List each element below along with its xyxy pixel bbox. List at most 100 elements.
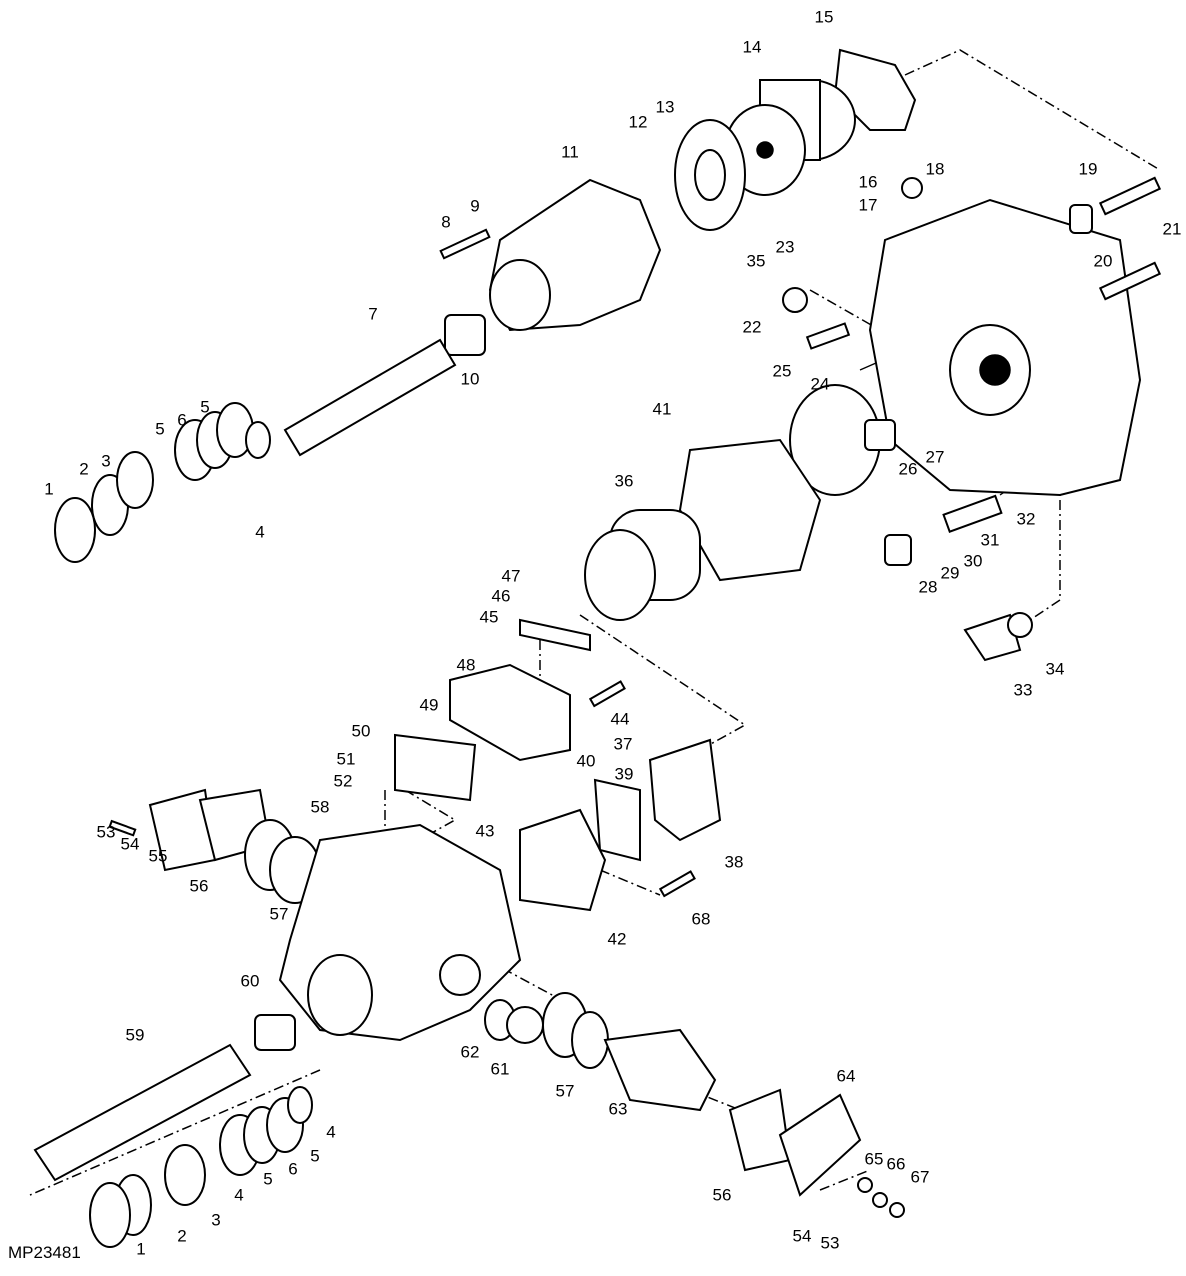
callout-4: 4 (326, 1122, 335, 1141)
callout-38: 38 (725, 852, 744, 871)
callout-56: 56 (713, 1185, 732, 1204)
callout-50: 50 (352, 721, 371, 740)
part-10-bearing (444, 314, 486, 356)
callout-42: 42 (608, 929, 627, 948)
callout-14: 14 (743, 37, 762, 56)
callout-54: 54 (121, 834, 140, 853)
callout-2: 2 (79, 459, 88, 478)
callout-17: 17 (859, 195, 878, 214)
callout-37: 37 (614, 734, 633, 753)
callout-5: 5 (200, 397, 209, 416)
part-22-bolt (805, 322, 851, 350)
callout-34: 34 (1046, 659, 1065, 678)
callout-54: 54 (793, 1226, 812, 1245)
callout-6: 6 (177, 410, 186, 429)
callout-3: 3 (211, 1210, 220, 1229)
callout-56: 56 (190, 876, 209, 895)
callout-5: 5 (310, 1146, 319, 1165)
part-28-plug (884, 534, 912, 566)
callout-35: 35 (747, 251, 766, 270)
part-61-plug (506, 1006, 544, 1044)
callout-64: 64 (837, 1066, 856, 1085)
callout-66: 66 (887, 1154, 906, 1173)
callout-31: 31 (981, 530, 1000, 549)
part-64-cover-plate (778, 1093, 862, 1197)
callout-36: 36 (615, 471, 634, 490)
callout-13: 13 (656, 97, 675, 116)
part-42-swash-bearing (519, 808, 607, 912)
callout-59: 59 (126, 1025, 145, 1044)
part-38-cover (648, 738, 722, 842)
callout-55: 55 (149, 846, 168, 865)
part-21-screw (1098, 176, 1162, 216)
callout-57: 57 (556, 1081, 575, 1100)
callout-30: 30 (964, 551, 983, 570)
callout-6: 6 (288, 1159, 297, 1178)
callout-3: 3 (101, 451, 110, 470)
callout-20: 20 (1094, 251, 1113, 270)
callout-26: 26 (899, 459, 918, 478)
callout-62: 62 (461, 1042, 480, 1061)
callout-43: 43 (476, 821, 495, 840)
callout-58: 58 (311, 797, 330, 816)
callout-29: 29 (941, 563, 960, 582)
callout-16: 16 (859, 172, 878, 191)
part-68-bolt (658, 870, 696, 898)
callout-51: 51 (337, 749, 356, 768)
part-59-shaft (33, 1043, 252, 1182)
part-50-gasket (394, 733, 477, 802)
callout-11: 11 (561, 142, 579, 161)
callout-23: 23 (776, 237, 795, 256)
part-16-plug (901, 177, 923, 199)
callout-53: 53 (821, 1233, 840, 1252)
callout-65: 65 (865, 1149, 884, 1168)
part-7-shaft (283, 338, 457, 457)
callout-45: 45 (480, 607, 499, 626)
part-48-control-valve (449, 663, 571, 762)
part-35-plug (782, 287, 808, 313)
callout-40: 40 (577, 751, 596, 770)
callout-25: 25 (773, 361, 792, 380)
part-60-bearing (254, 1014, 296, 1051)
part-41-gasket (678, 438, 822, 582)
callout-8: 8 (441, 212, 450, 231)
callout-46: 46 (492, 586, 511, 605)
callout-5: 5 (263, 1169, 272, 1188)
part-34-oring (1007, 612, 1033, 638)
callout-52: 52 (334, 771, 353, 790)
part-44-bolt (588, 680, 626, 708)
callout-33: 33 (1014, 680, 1033, 699)
callout-47: 47 (502, 566, 521, 585)
part-40-shim (593, 778, 641, 862)
callout-21: 21 (1163, 219, 1182, 238)
pump-middle-parts (33, 438, 905, 1248)
callout-2: 2 (177, 1226, 186, 1245)
callout-18: 18 (926, 159, 945, 178)
part-1-snap-ring (54, 497, 96, 563)
callout-4: 4 (255, 522, 264, 541)
callout-57: 57 (270, 904, 289, 923)
callout-39: 39 (615, 764, 634, 783)
callout-61: 61 (491, 1059, 510, 1078)
part-33-valve (963, 613, 1022, 662)
callout-5: 5 (155, 419, 164, 438)
callout-28: 28 (919, 577, 938, 596)
part-20-bushing (1069, 204, 1093, 234)
callout-41: 41 (653, 399, 672, 418)
callout-24: 24 (811, 374, 830, 393)
callout-1: 1 (44, 479, 53, 498)
callout-32: 32 (1017, 509, 1036, 528)
callout-19: 19 (1079, 159, 1098, 178)
callout-10: 10 (461, 369, 480, 388)
part-8-bolt (439, 228, 491, 260)
callout-7: 7 (368, 304, 377, 323)
callout-63: 63 (609, 1099, 628, 1118)
part-56-gasket-lower (728, 1088, 792, 1172)
callout-12: 12 (629, 112, 648, 131)
part-26-bearing (864, 419, 896, 451)
callout-27: 27 (926, 447, 945, 466)
callout-22: 22 (743, 317, 762, 336)
